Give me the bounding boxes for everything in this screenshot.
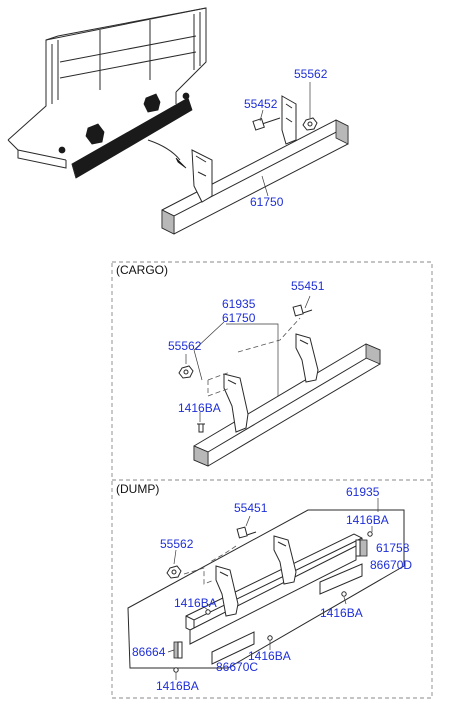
- label-61935-dump: 61935: [346, 485, 380, 499]
- label-61935-cargo: 61935: [222, 297, 256, 311]
- label-1416BA-dump-bottom: 1416BA: [156, 679, 199, 693]
- cargo-heading: (CARGO): [116, 263, 168, 277]
- label-1416BA-dump-top: 1416BA: [346, 513, 389, 527]
- label-86670C-dump: 86670C: [216, 660, 258, 674]
- label-55562-cargo: 55562: [168, 339, 202, 353]
- cargo-section: [111, 261, 433, 481]
- label-61750-cargo: 61750: [222, 311, 256, 325]
- label-55562-top: 55562: [294, 67, 328, 81]
- label-55452-top: 55452: [244, 97, 278, 111]
- dump-section: [111, 479, 433, 699]
- label-1416BA-dump-left: 1416BA: [174, 596, 217, 610]
- dump-bumper-assembly: [127, 509, 405, 673]
- label-61750-top: 61750: [250, 195, 284, 209]
- label-1416BA-dump-right: 1416BA: [320, 606, 363, 620]
- dump-heading: (DUMP): [116, 482, 159, 496]
- label-86670D-dump: 86670D: [370, 558, 412, 572]
- label-61758-dump: 61758: [376, 541, 410, 555]
- label-86664-dump: 86664: [132, 645, 166, 659]
- label-1416BA-dump-mid: 1416BA: [248, 649, 291, 663]
- truck-rear-overview: [7, 7, 207, 179]
- label-1416BA-cargo: 1416BA: [178, 401, 221, 415]
- rear-bumper-assembly-top: [161, 95, 349, 235]
- label-55451-cargo: 55451: [291, 279, 325, 293]
- label-55451-dump: 55451: [234, 501, 268, 515]
- cargo-bumper-assembly: [178, 304, 381, 467]
- label-55562-dump: 55562: [160, 537, 194, 551]
